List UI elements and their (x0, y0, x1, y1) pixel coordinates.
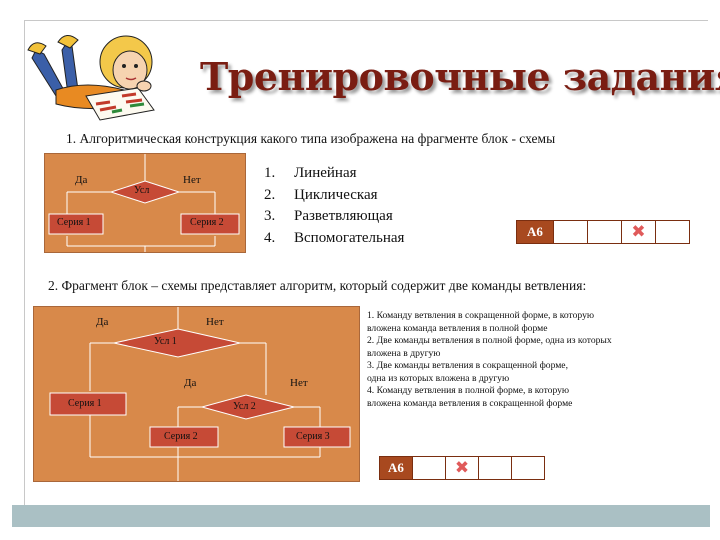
series-3-box (283, 426, 351, 448)
question-2-flowchart: Да Нет Усл 1 Да Нет Усл 2 Серия 1 Серия … (33, 306, 360, 482)
option-item[interactable]: 2. Две команды ветвления в полной форме,… (367, 335, 697, 360)
series-1-box (48, 213, 104, 235)
option-item[interactable]: 1. Команду ветвления в сокращенной форме… (367, 310, 697, 335)
condition-2-label: Усл 2 (233, 401, 256, 412)
condition-2-diamond (200, 394, 295, 420)
flowchart-1-lines (48, 154, 240, 252)
question-2-text: 2. Фрагмент блок – схемы представляет ал… (48, 278, 587, 293)
option-number: 1. (264, 165, 276, 181)
option-text: Вспомогательная (294, 229, 405, 246)
condition-label: Усл (134, 185, 150, 196)
no-2-label: Нет (290, 377, 308, 389)
answer-cell-3[interactable] (478, 457, 511, 479)
question-1-options: 1. Линейная 2. Циклическая 3. Разветвляющая… (264, 163, 404, 249)
cross-mark-icon: ✖ (454, 458, 470, 478)
option-number: 3. (264, 208, 276, 224)
option-item[interactable]: 3. Разветвляющая (264, 206, 404, 228)
option-text: Разветвляющая (294, 208, 393, 224)
option-text: 2. Две команды ветвления в полной форме,… (367, 335, 612, 346)
condition-1-label: Усл 1 (154, 336, 177, 347)
question-1-text: 1. Алгоритмическая конструкция какого ти… (66, 131, 556, 146)
option-item[interactable]: 4. Вспомогательная (264, 228, 404, 250)
page-title: Тренировочные задания (200, 54, 720, 99)
series-2-box (149, 426, 219, 448)
series-1-label: Серия 1 (68, 398, 102, 409)
option-item[interactable]: 4. Команду ветвления в полной форме, в к… (367, 385, 697, 410)
no-label: Нет (183, 174, 201, 186)
yes-1-label: Да (96, 316, 109, 328)
option-text: Линейная (294, 165, 357, 181)
answer-cell-2[interactable] (587, 221, 621, 243)
no-1-label: Нет (206, 316, 224, 328)
series-1-box (49, 392, 127, 416)
option-text: 3. Две команды ветвления в сокращенной ф… (367, 360, 568, 371)
answer-cell-2[interactable]: ✖ (445, 457, 478, 479)
question-2-answer-grid: А6 ✖ (379, 456, 545, 480)
slide-border-left (24, 20, 25, 512)
yes-2-label: Да (184, 377, 197, 389)
option-text: вложена команда ветвления в сокращенной … (367, 397, 573, 409)
answer-cell-1[interactable] (412, 457, 445, 479)
answer-cell-1[interactable] (553, 221, 587, 243)
option-text: вложена в другую (367, 347, 441, 359)
answer-cell-3[interactable]: ✖ (621, 221, 655, 243)
flowchart-2-lines (49, 307, 351, 481)
question-2-options: 1. Команду ветвления в сокращенной форме… (367, 310, 697, 410)
series-2-label: Серия 2 (190, 217, 224, 228)
slide-border-top (24, 20, 708, 21)
option-item[interactable]: 2. Циклическая (264, 185, 404, 207)
girl-reading-illustration (27, 35, 155, 121)
question-1-answer-grid: А6 ✖ (516, 220, 690, 244)
option-item[interactable]: 3. Две команды ветвления в сокращенной ф… (367, 360, 697, 385)
option-text: 4. Команду ветвления в полной форме, в к… (367, 385, 570, 396)
answer-cell-4[interactable] (511, 457, 544, 479)
option-text: вложена команда ветвления в полной форме (367, 322, 548, 334)
option-text: 1. Команду ветвления в сокращенной форме… (367, 310, 595, 321)
condition-diamond (109, 180, 181, 204)
series-2-label: Серия 2 (164, 431, 198, 442)
option-text: одна из которых вложена в другую (367, 372, 510, 384)
answer-cell-4[interactable] (655, 221, 689, 243)
option-number: 2. (264, 186, 276, 203)
condition-1-diamond (113, 328, 241, 358)
answer-label: А6 (517, 221, 553, 243)
answer-label: А6 (380, 457, 412, 479)
series-1-label: Серия 1 (57, 217, 91, 228)
yes-label: Да (75, 174, 88, 186)
option-item[interactable]: 1. Линейная (264, 163, 404, 185)
question-1-flowchart: Да Нет Усл Серия 1 Серия 2 (44, 153, 246, 253)
series-3-label: Серия 3 (296, 431, 330, 442)
series-2-box (180, 213, 240, 235)
footer-bar (12, 505, 710, 527)
cross-mark-icon: ✖ (631, 222, 646, 242)
option-number: 4. (264, 229, 276, 246)
option-text: Циклическая (294, 186, 378, 203)
